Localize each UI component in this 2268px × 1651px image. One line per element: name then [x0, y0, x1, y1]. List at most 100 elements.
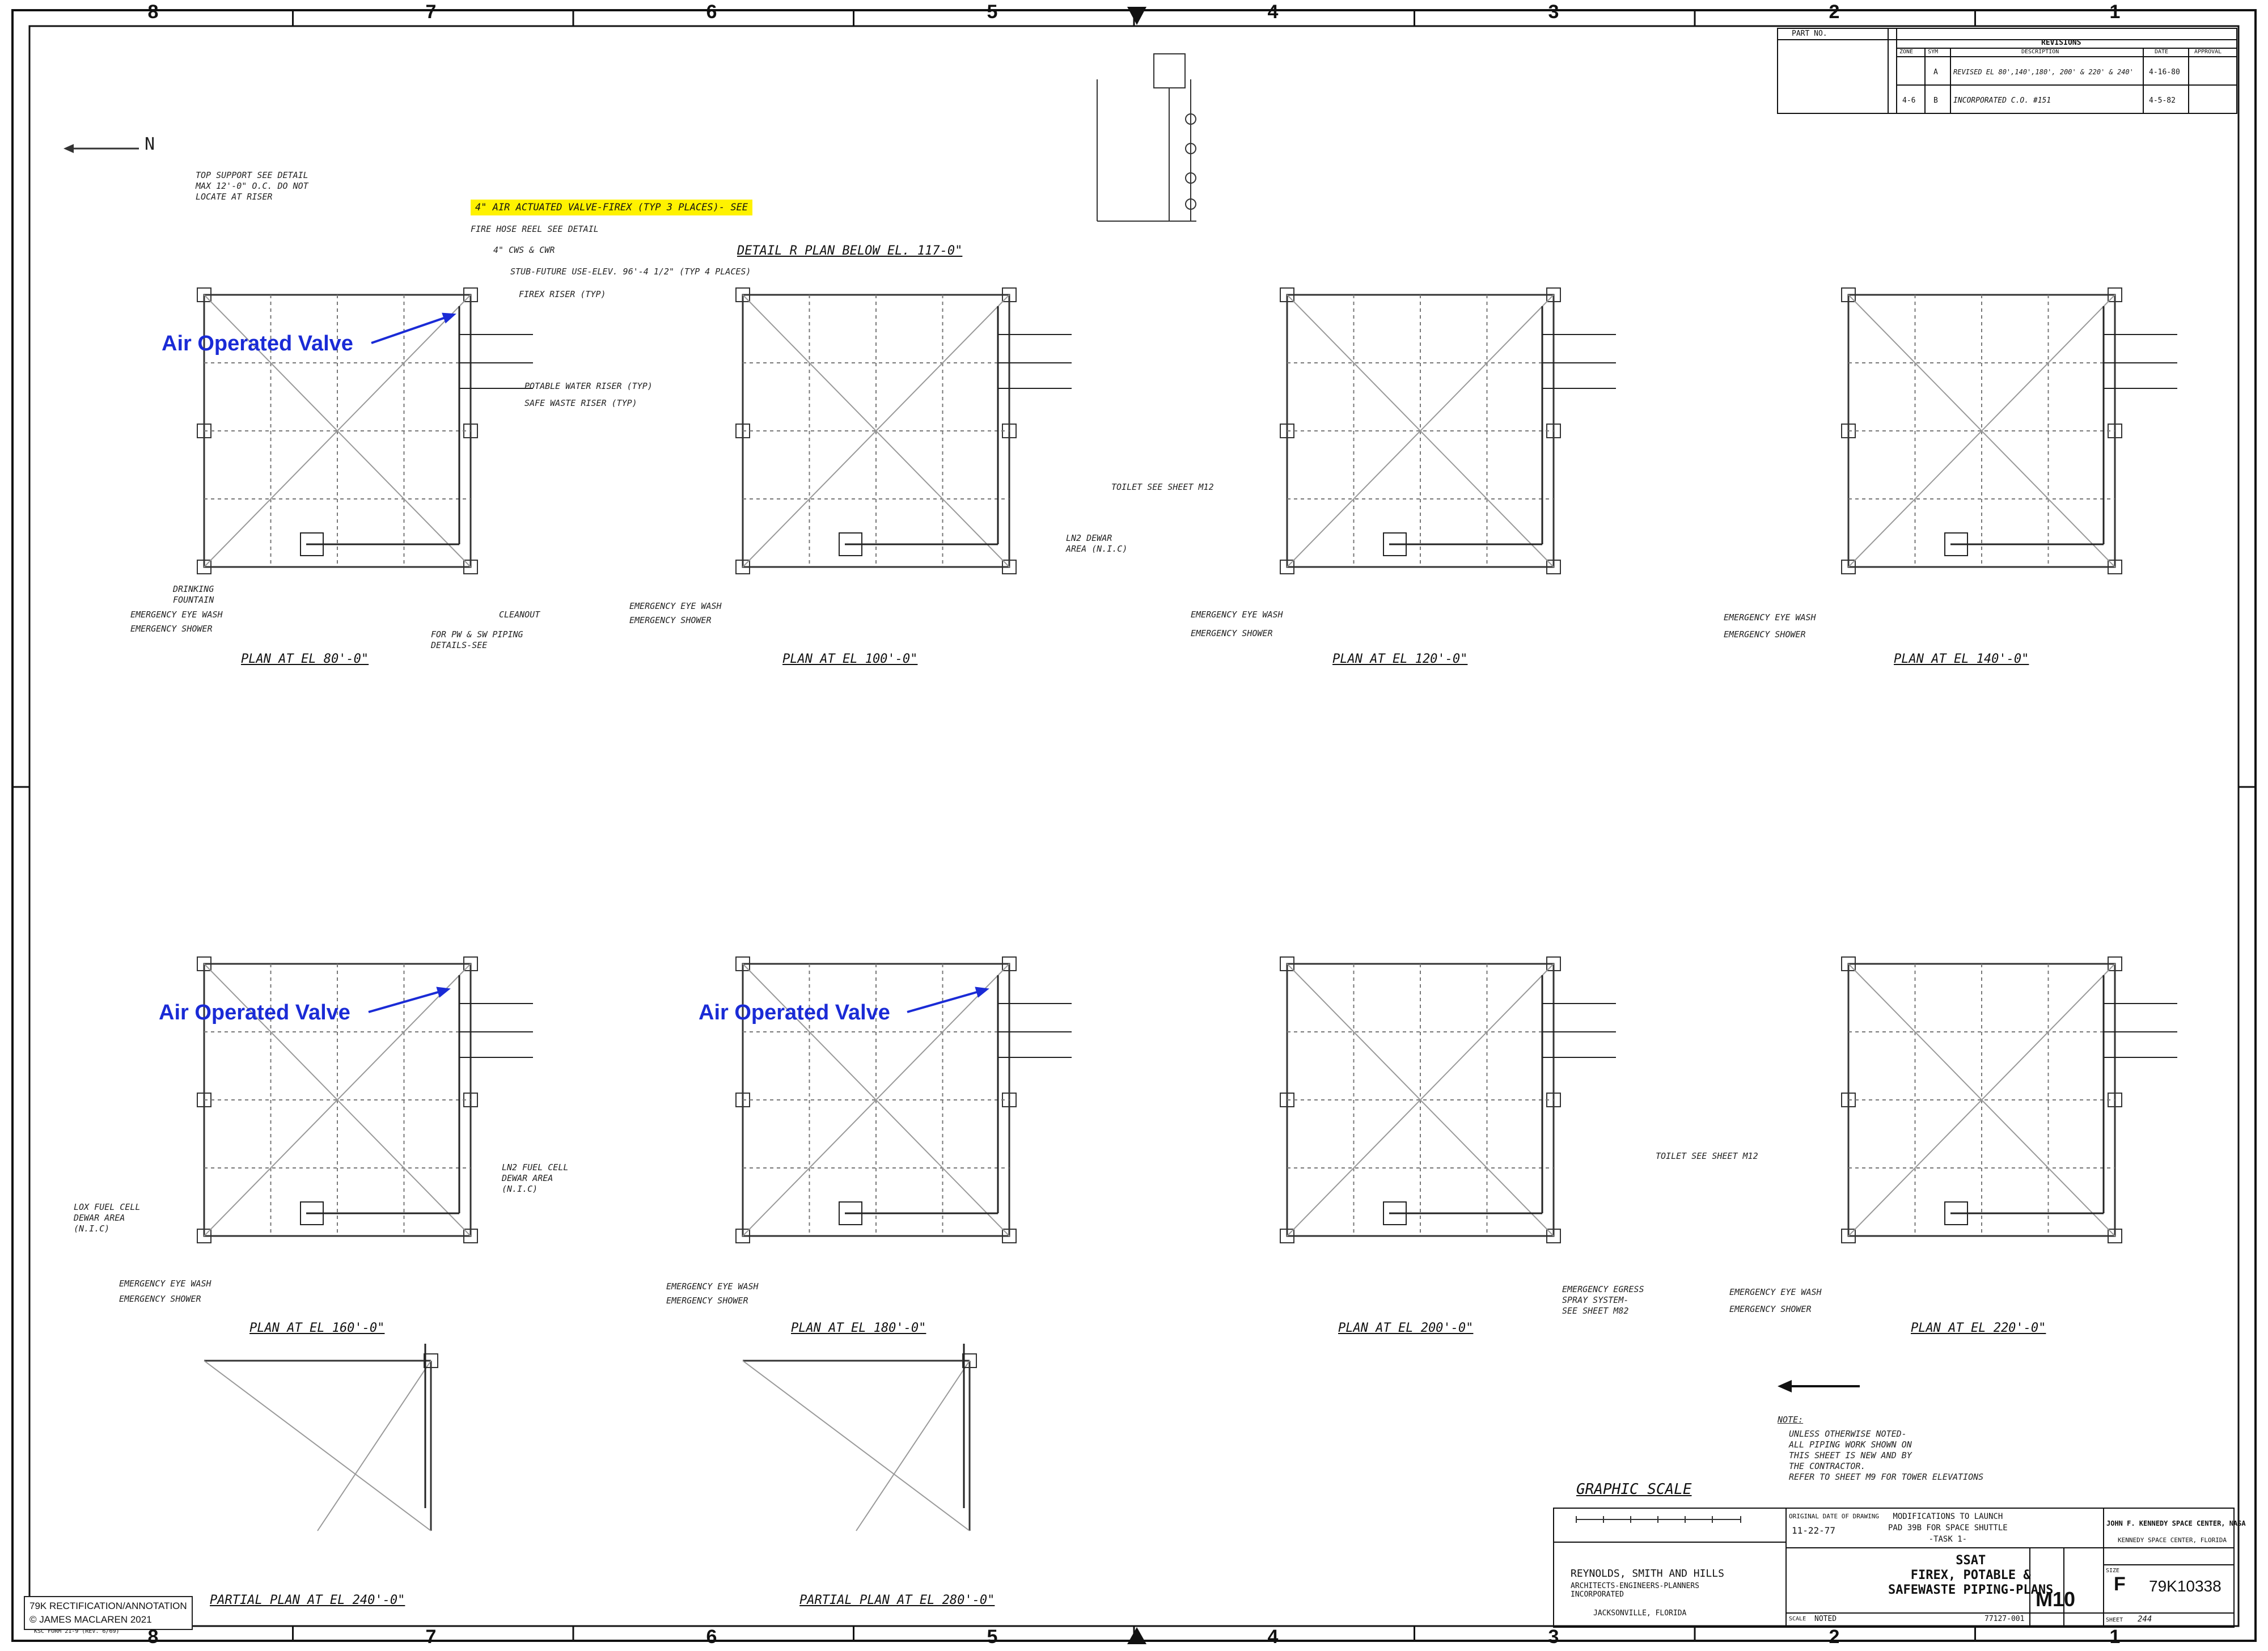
- rev-col-sym: SYM: [1928, 49, 1939, 55]
- fire-hose-reel-note: FIRE HOSE REEL SEE DETAIL: [471, 224, 599, 234]
- rev-row-a-desc: REVISED EL 80',140',180', 200' & 220' & …: [1953, 68, 2134, 76]
- scale-label: SCALE: [1789, 1616, 1806, 1622]
- project-title: MODIFICATIONS TO LAUNCH PAD 39B FOR SPAC…: [1888, 1512, 2008, 1544]
- credit-line-2: © JAMES MACLAREN 2021: [29, 1614, 152, 1625]
- plan-title-el-80: PLAN AT EL 80'-0": [241, 652, 369, 666]
- cws-cwr-note: 4" CWS & CWR: [493, 245, 555, 255]
- firm-sub: ARCHITECTS-ENGINEERS-PLANNERS INCORPORAT…: [1571, 1582, 1699, 1599]
- rev-row-a-sym: A: [1933, 68, 1938, 77]
- rev-col-zone: ZONE: [1899, 49, 1914, 55]
- zone-bottom-7: 7: [425, 1626, 437, 1648]
- rev-col-approval: APPROVAL: [2194, 49, 2222, 55]
- firm-name: REYNOLDS, SMITH AND HILLS: [1571, 1568, 1724, 1580]
- zone-top-1: 1: [2109, 1, 2121, 23]
- zone-bottom-1: 1: [2109, 1626, 2121, 1648]
- rectification-credit: 79K RECTIFICATION/ANNOTATION © JAMES MAC…: [24, 1596, 193, 1630]
- zone-top-6: 6: [706, 1, 717, 23]
- rev-row-b-date: 4-5-82: [2149, 96, 2176, 105]
- air-operated-valve-annotation-2: Air Operated Valve: [159, 1001, 350, 1025]
- zone-bottom-2: 2: [1829, 1626, 1840, 1648]
- eye-wash-note-140: EMERGENCY EYE WASH: [1724, 612, 1816, 623]
- shower-note-140: EMERGENCY SHOWER: [1724, 629, 1806, 640]
- rev-col-desc: DESCRIPTION: [2021, 49, 2059, 55]
- partial-plan-title-el-240: PARTIAL PLAN AT EL 240'-0": [210, 1593, 405, 1607]
- general-note-heading: NOTE:: [1778, 1415, 1804, 1425]
- top-supports-note: TOP SUPPORT SEE DETAIL MAX 12'-0" O.C. D…: [196, 170, 308, 202]
- rev-row-a-date: 4-16-80: [2149, 68, 2180, 77]
- zone-bottom-5: 5: [987, 1626, 998, 1648]
- size-label: SIZE: [2106, 1568, 2120, 1574]
- zone-top-5: 5: [987, 1, 998, 23]
- graphic-scale-label: GRAPHIC SCALE: [1576, 1481, 1692, 1498]
- sheet-id: M10: [2036, 1588, 2076, 1611]
- eye-wash-note-220: EMERGENCY EYE WASH: [1729, 1287, 1822, 1297]
- potable-riser-note: POTABLE WATER RISER (TYP): [524, 381, 653, 391]
- zone-top-8: 8: [147, 1, 159, 23]
- emergency-egress-note: EMERGENCY EGRESS SPRAY SYSTEM- SEE SHEET…: [1562, 1284, 1644, 1316]
- stub-note: STUB-FUTURE USE-ELEV. 96'-4 1/2" (TYP 4 …: [510, 266, 751, 277]
- eye-wash-note-100: EMERGENCY EYE WASH: [629, 601, 722, 611]
- zone-top-7: 7: [425, 1, 437, 23]
- zone-bottom-4: 4: [1267, 1626, 1279, 1648]
- shower-note-180: EMERGENCY SHOWER: [666, 1296, 748, 1306]
- ln2-dewar-note: LN2 DEWAR AREA (N.I.C): [1066, 533, 1128, 554]
- firm-city: JACKSONVILLE, FLORIDA: [1593, 1609, 1687, 1618]
- ln2-fuel-cell-note: LN2 FUEL CELL DEWAR AREA (N.I.C): [502, 1162, 569, 1194]
- eye-wash-note-160: EMERGENCY EYE WASH: [119, 1279, 211, 1289]
- part-no-label: PART NO.: [1792, 29, 1827, 38]
- eye-wash-note-80: EMERGENCY EYE WASH: [130, 609, 223, 620]
- zone-top-2: 2: [1829, 1, 1840, 23]
- drawing-number: 79K10338: [2149, 1577, 2222, 1595]
- sheet-label: SHEET: [2106, 1617, 2123, 1623]
- rev-col-date: DATE: [2155, 49, 2169, 55]
- sheet-number: 244: [2138, 1615, 2152, 1624]
- air-operated-valve-annotation-3: Air Operated Valve: [699, 1001, 890, 1025]
- credit-line-1: 79K RECTIFICATION/ANNOTATION: [29, 1601, 187, 1611]
- drawing-code: 77127-001: [1984, 1615, 2025, 1623]
- drawing-size: F: [2114, 1573, 2126, 1595]
- zone-top-4: 4: [1267, 1, 1279, 23]
- shower-note-120: EMERGENCY SHOWER: [1191, 628, 1273, 638]
- eye-wash-note-120: EMERGENCY EYE WASH: [1191, 609, 1283, 620]
- zone-top-3: 3: [1548, 1, 1559, 23]
- original-date-label: ORIGINAL DATE OF DRAWING: [1789, 1513, 1879, 1520]
- air-actuated-valve-note: 4" AIR ACTUATED VALVE-FIREX (TYP 3 PLACE…: [471, 200, 753, 215]
- drinking-fountain-note-80: DRINKING FOUNTAIN: [173, 584, 214, 605]
- plan-title-el-180: PLAN AT EL 180'-0": [791, 1321, 926, 1335]
- shower-note-100: EMERGENCY SHOWER: [629, 615, 712, 625]
- plan-title-el-100: PLAN AT EL 100'-0": [782, 652, 918, 666]
- shower-note-160: EMERGENCY SHOWER: [119, 1294, 201, 1304]
- center-name: JOHN F. KENNEDY SPACE CENTER, NASA: [2106, 1519, 2246, 1527]
- sheet-title: SSAT FIREX, POTABLE & SAFEWASTE PIPING-P…: [1888, 1553, 2054, 1597]
- rev-row-b-desc: INCORPORATED C.O. #151: [1953, 96, 2051, 105]
- plan-title-el-120: PLAN AT EL 120'-0": [1332, 652, 1468, 666]
- rev-row-b-zone: 4-6: [1902, 96, 1916, 105]
- form-number: KSC FORM 21-9 (REV. 6/69): [34, 1628, 120, 1635]
- scale-value: NOTED: [1814, 1615, 1837, 1623]
- lox-fuel-cell-note: LOX FUEL CELL DEWAR AREA (N.I.C): [74, 1202, 141, 1234]
- cleanout-note-80: CLEANOUT: [499, 609, 540, 620]
- zone-bottom-3: 3: [1548, 1626, 1559, 1648]
- rev-row-b-sym: B: [1933, 96, 1938, 105]
- toilet-note-120: TOILET SEE SHEET M12: [1111, 482, 1214, 492]
- firex-riser-note: FIREX RISER (TYP): [519, 289, 606, 299]
- shower-note-80: EMERGENCY SHOWER: [130, 624, 213, 634]
- toilet-note-220: TOILET SEE SHEET M12: [1656, 1151, 1758, 1161]
- general-note-body: UNLESS OTHERWISE NOTED- ALL PIPING WORK …: [1789, 1429, 1984, 1482]
- detail-r-title: DETAIL R PLAN BELOW EL. 117-0": [737, 244, 963, 258]
- center-sub: KENNEDY SPACE CENTER, FLORIDA: [2118, 1536, 2227, 1544]
- safe-waste-riser-note: SAFE WASTE RISER (TYP): [524, 398, 637, 408]
- plan-title-el-220: PLAN AT EL 220'-0": [1911, 1321, 2046, 1335]
- eye-wash-note-180: EMERGENCY EYE WASH: [666, 1281, 759, 1292]
- original-date: 11-22-77: [1792, 1525, 1836, 1536]
- plan-title-el-160: PLAN AT EL 160'-0": [249, 1321, 385, 1335]
- shower-note-220: EMERGENCY SHOWER: [1729, 1304, 1812, 1314]
- plan-title-el-140: PLAN AT EL 140'-0": [1894, 652, 2029, 666]
- north-label: N: [145, 134, 155, 154]
- pw-sw-details-note-80: FOR PW & SW PIPING DETAILS-SEE: [431, 629, 523, 650]
- zone-bottom-8: 8: [147, 1626, 159, 1648]
- air-operated-valve-annotation-1: Air Operated Valve: [162, 332, 353, 355]
- plan-title-el-200: PLAN AT EL 200'-0": [1338, 1321, 1474, 1335]
